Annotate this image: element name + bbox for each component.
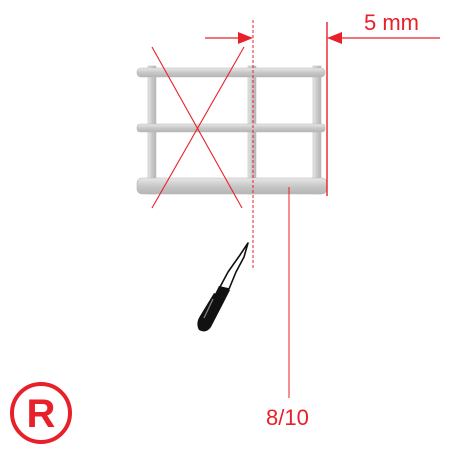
- part-number-label: 8/10: [266, 405, 309, 430]
- railing-rail-top: [136, 67, 326, 78]
- badge-letter: R: [27, 392, 56, 436]
- railing-rail-middle: [136, 123, 326, 133]
- remove-x-icon: [151, 46, 245, 209]
- arrow-left-icon: [327, 32, 342, 44]
- arrow-right-icon: [238, 32, 253, 44]
- hobby-knife-icon: [197, 242, 249, 332]
- railing-part: [136, 65, 328, 195]
- registered-r-badge-icon: R: [10, 382, 72, 444]
- dimension-marker: [205, 32, 440, 44]
- dimension-label: 5 mm: [364, 10, 419, 35]
- railing-rail-bottom: [136, 177, 328, 195]
